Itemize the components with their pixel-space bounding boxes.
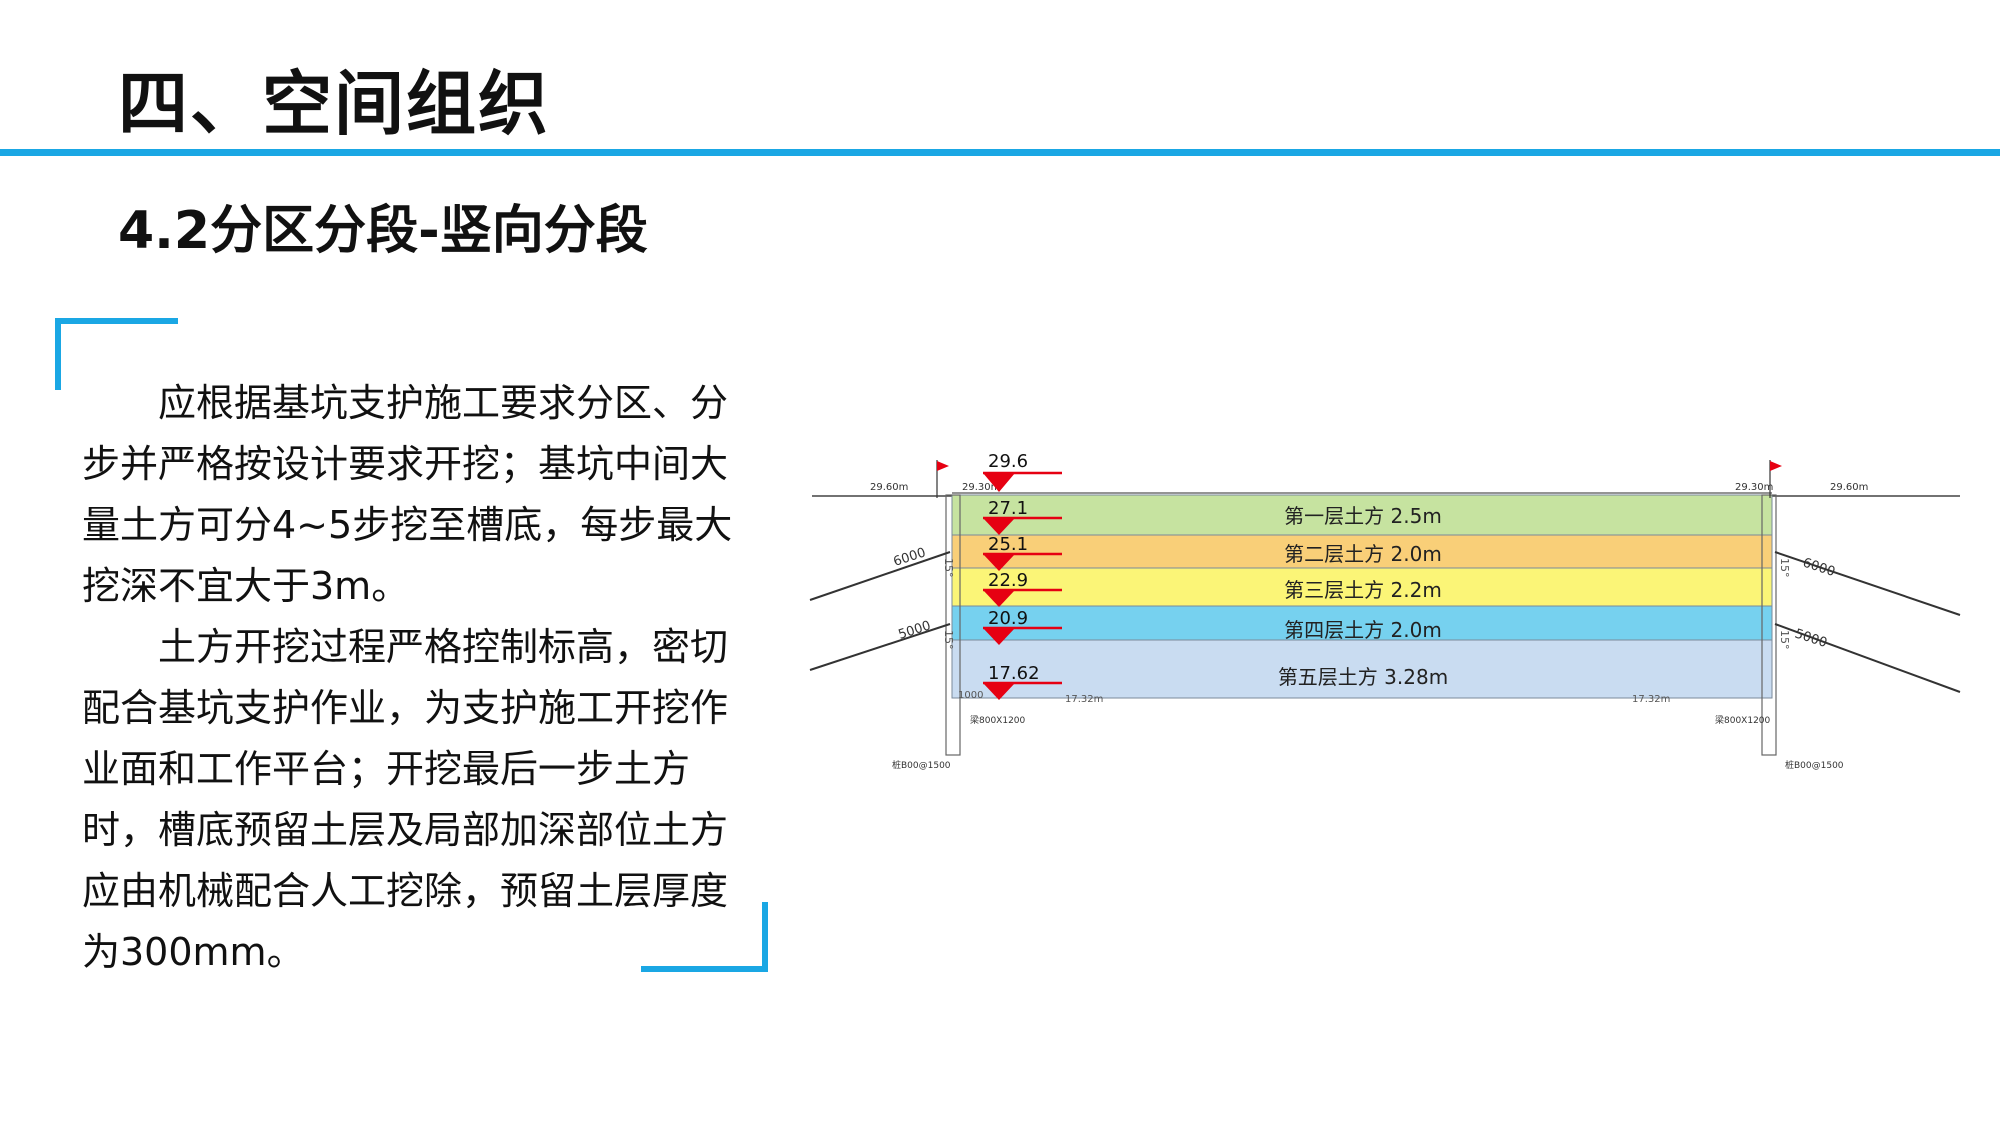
anchor-right-lower [1774, 623, 1961, 693]
layer-band-3 [951, 567, 1773, 607]
rim-elev-left: 29.30m [962, 482, 1000, 493]
elevation-value-top: 29.6 [988, 451, 1028, 472]
section-subtitle: 4.2分区分段-竖向分段 [118, 201, 648, 261]
bottom-elev-left: 17.32m [1065, 694, 1103, 705]
anchor-right-upper [1774, 551, 1961, 616]
bottom-elev-right: 17.32m [1632, 694, 1670, 705]
pile-label-left: 桩B00@1500 [892, 759, 951, 771]
slide-title: 四、空间组织 [118, 63, 550, 145]
anchor-length-left-lower: 5000 [897, 618, 933, 642]
slope-label-right-upper: 15° [1778, 558, 1791, 578]
pile-label-right: 桩B00@1500 [1785, 759, 1844, 771]
elevation-marker-1: 27.1 [983, 498, 1062, 535]
anchor-length-right-upper: 6000 [1801, 556, 1837, 580]
anchor-length-right-lower: 5000 [1793, 627, 1829, 651]
elevation-value-1: 27.1 [988, 498, 1028, 519]
layer-band-5 [951, 639, 1773, 699]
ground-elev-right: 29.60m [1830, 482, 1868, 493]
layer-band-2 [951, 534, 1773, 569]
flag-icon-right [1769, 460, 1782, 498]
ground-elev-left: 29.60m [870, 482, 908, 493]
layer-label-4: 第四层土方 2.0m [1284, 618, 1442, 642]
elevation-marker-2: 25.1 [983, 534, 1062, 571]
elevation-value-3: 22.9 [988, 570, 1028, 591]
flag-icon-left [936, 460, 949, 498]
corner-bracket-top-horizontal [55, 318, 178, 324]
beam-label-left: 梁800X1200 [970, 714, 1026, 726]
layer-label-2: 第二层土方 2.0m [1284, 542, 1442, 566]
corner-bracket-bottom-horizontal [641, 966, 768, 972]
excavation-section-diagram: 第一层土方 2.5m 第二层土方 2.0m 第三层土方 2.2m 第四层土方 2… [809, 451, 1961, 771]
slope-label-right-lower: 15° [1778, 630, 1791, 650]
layer-label-5: 第五层土方 3.28m [1278, 665, 1448, 689]
layer-band-4 [951, 605, 1773, 641]
body-text: 应根据基坑支护施工要求分区、分步并严格按设计要求开挖；基坑中间大量土方可分4~5… [82, 373, 762, 983]
paragraph-2: 土方开挖过程严格控制标高，密切配合基坑支护作业，为支护施工开挖作业面和工作平台；… [82, 625, 729, 974]
corner-bracket-top-vertical [55, 318, 61, 390]
rim-elev-right: 29.30m [1735, 482, 1773, 493]
corner-bracket-bottom-vertical [762, 902, 768, 972]
elevation-value-4: 20.9 [988, 608, 1028, 629]
slope-label-left-lower: 15° [942, 630, 955, 650]
elevation-value-5: 17.62 [988, 663, 1040, 684]
slope-label-left-upper: 15° [942, 558, 955, 578]
beam-label-right: 梁800X1200 [1715, 714, 1771, 726]
layer-label-1: 第一层土方 2.5m [1284, 504, 1442, 528]
elevation-marker-5: 17.62 [983, 663, 1062, 700]
anchor-left-lower [809, 623, 951, 671]
layer-label-3: 第三层土方 2.2m [1284, 578, 1442, 602]
paragraph-1: 应根据基坑支护施工要求分区、分步并严格按设计要求开挖；基坑中间大量土方可分4~5… [82, 381, 733, 608]
layer-band-1 [951, 494, 1773, 536]
anchor-left-upper [809, 551, 951, 601]
elevation-marker-3: 22.9 [983, 570, 1062, 607]
small-dimension-left: 1000 [958, 690, 983, 701]
elevation-value-2: 25.1 [988, 534, 1028, 555]
elevation-marker-4: 20.9 [983, 608, 1062, 645]
title-divider [0, 149, 2000, 156]
elevation-marker-top: 29.6 [983, 451, 1062, 492]
